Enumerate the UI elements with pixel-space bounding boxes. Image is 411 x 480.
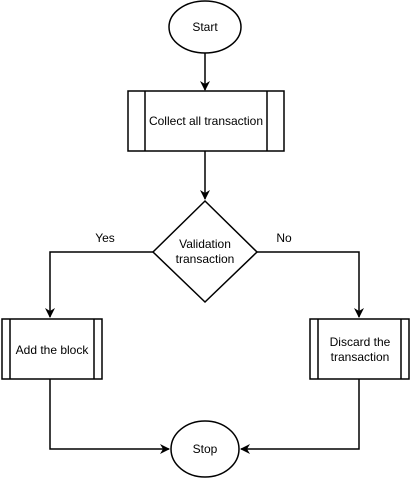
stop-label: Stop	[193, 442, 218, 456]
edge-discard-stop	[240, 379, 360, 454]
yes-label: Yes	[95, 231, 115, 245]
collect-node[interactable]: Collect all transaction	[127, 90, 285, 152]
validate-label-line1: Validation	[179, 237, 231, 251]
add-box	[1, 318, 103, 380]
stop-node[interactable]: Stop	[170, 420, 240, 478]
start-node[interactable]: Start	[168, 0, 242, 54]
discard-node[interactable]: Discard the transaction	[309, 318, 410, 380]
no-label: No	[276, 231, 292, 245]
add-label: Add the block	[16, 343, 90, 357]
validate-node[interactable]: Validation transaction	[151, 199, 259, 304]
validate-diamond	[151, 199, 259, 304]
collect-label: Collect all transaction	[149, 114, 263, 128]
edge-add-stop	[49, 379, 170, 454]
discard-label-line2: transaction	[331, 350, 390, 364]
add-node[interactable]: Add the block	[1, 318, 103, 380]
start-label: Start	[192, 20, 218, 34]
discard-box	[309, 318, 410, 380]
stop-ellipse	[170, 420, 240, 478]
validate-label-line2: transaction	[176, 252, 235, 266]
collect-box	[127, 90, 285, 152]
edge-validate-discard	[257, 251, 364, 318]
discard-label-line1: Discard the	[330, 335, 391, 349]
edge-validate-add	[45, 251, 153, 318]
